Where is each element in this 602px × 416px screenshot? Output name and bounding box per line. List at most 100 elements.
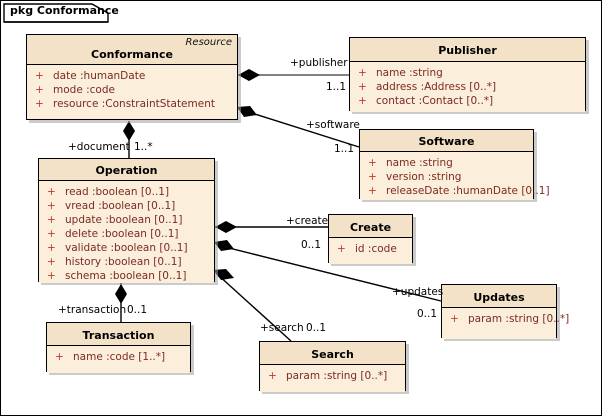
visibility-marker: + — [47, 256, 56, 268]
visibility-marker: + — [47, 214, 56, 226]
composition-diamond-software — [237, 106, 257, 117]
attribute-row: + mode :code — [27, 83, 237, 97]
visibility-marker: + — [358, 95, 367, 107]
attribute-row: + contact :Contact [0..*] — [350, 94, 585, 108]
visibility-marker: + — [358, 81, 367, 93]
class-attributes-publisher: + name :string + address :Address [0..*] +… — [350, 62, 585, 112]
attribute-text: version :string — [386, 171, 462, 183]
class-header-software: Software — [360, 130, 533, 152]
class-header-transaction: Transaction — [47, 323, 190, 346]
attribute-row: + update :boolean [0..1] — [39, 213, 214, 227]
attribute-text: name :string — [386, 157, 453, 169]
attribute-row: + address :Address [0..*] — [350, 80, 585, 94]
assoc-role-updates: +updates — [392, 286, 444, 298]
class-name-publisher: Publisher — [438, 44, 497, 57]
class-box-conformance[interactable]: Resource Conformance + date :humanDate + m… — [26, 34, 238, 120]
attribute-row: + name :code [1..*] — [47, 350, 190, 364]
visibility-marker: + — [358, 67, 367, 79]
assoc-role-transaction: +transaction — [58, 304, 127, 316]
visibility-marker: + — [47, 270, 56, 282]
assoc-mult-updates: 0..1 — [417, 308, 438, 320]
class-name-updates: Updates — [473, 291, 525, 304]
class-box-create[interactable]: Create + id :code — [328, 214, 413, 264]
attribute-text: history :boolean [0..1] — [65, 256, 182, 268]
class-box-updates[interactable]: Updates + param :string [0..*] — [441, 284, 569, 339]
attribute-text: delete :boolean [0..1] — [65, 228, 179, 240]
attribute-text: date :humanDate — [53, 70, 146, 82]
class-header-search: Search — [260, 342, 405, 365]
attribute-text: param :string [0..*] — [286, 370, 388, 382]
attribute-text: validate :boolean [0..1] — [65, 242, 188, 254]
class-box-search[interactable]: Search +param :string [0..*] — [259, 341, 406, 392]
attribute-row: + name :string — [360, 156, 533, 170]
assoc-role-search: +search — [260, 322, 304, 334]
assoc-mult-software: 1..1 — [334, 143, 355, 155]
attribute-row: + id :code — [329, 242, 412, 256]
composition-diamond-search — [213, 269, 234, 280]
class-box-software[interactable]: Software +name :string +version :string … — [359, 129, 550, 200]
attribute-text: resource :ConstraintStatement — [53, 98, 215, 110]
class-header-publisher: Publisher — [350, 38, 585, 62]
class-name-search: Search — [311, 348, 354, 361]
visibility-marker: + — [450, 313, 459, 325]
class-header-operation: Operation — [39, 159, 214, 181]
class-box-publisher[interactable]: Publisher + name :string + address :Addres… — [349, 37, 586, 112]
class-name-create: Create — [349, 221, 392, 234]
composition-diamond-publisher — [238, 69, 260, 81]
assoc-mult-search: 0..1 — [306, 322, 327, 334]
class-stereotype-conformance: Resource — [185, 37, 232, 48]
class-box-transaction[interactable]: Transaction + name :code [1..*] — [46, 322, 191, 373]
visibility-marker: + — [35, 70, 44, 82]
composition-diamond-create — [215, 221, 237, 233]
attribute-text: mode :code — [53, 84, 115, 96]
attribute-text: name :string — [376, 67, 443, 79]
attribute-text: param :string [0..*] — [468, 313, 570, 325]
attribute-text: releaseDate :humanDate [0..1] — [386, 185, 550, 197]
class-header-create: Create — [329, 215, 412, 238]
class-name-software: Software — [418, 135, 475, 148]
visibility-marker: + — [47, 186, 56, 198]
attribute-text: contact :Contact [0..*] — [376, 95, 494, 107]
composition-diamond-transaction — [115, 284, 127, 304]
class-name-transaction: Transaction — [82, 329, 155, 342]
attribute-row: + releaseDate :humanDate [0..1] — [360, 184, 550, 198]
class-attributes-transaction: + name :code [1..*] — [47, 346, 190, 373]
composition-diamond-document — [123, 121, 135, 141]
assoc-role-document: +document — [68, 141, 130, 153]
attribute-text: address :Address [0..*] — [376, 81, 497, 93]
class-attributes-updates: + param :string [0..*] — [442, 308, 569, 339]
class-header-conformance: Resource Conformance — [27, 35, 237, 65]
assoc-role-publisher: +publisher — [290, 57, 348, 69]
attribute-row: + date :humanDate — [27, 69, 237, 83]
assoc-role-create: +create — [286, 215, 329, 227]
attribute-text: name :code [1..*] — [73, 351, 166, 363]
package-label: pkg Conformance — [10, 4, 119, 17]
class-name-conformance: Conformance — [91, 48, 173, 61]
class-name-operation: Operation — [95, 164, 158, 177]
visibility-marker: + — [47, 242, 56, 254]
assoc-mult-transaction: 0..1 — [127, 304, 148, 316]
visibility-marker: + — [368, 171, 377, 183]
attribute-text: vread :boolean [0..1] — [65, 200, 176, 212]
class-attributes-conformance: + date :humanDate + mode :code + resource :… — [27, 65, 237, 119]
visibility-marker: + — [47, 200, 56, 212]
attribute-row: + vread :boolean [0..1] — [39, 199, 214, 213]
attribute-text: id :code — [355, 243, 397, 255]
class-box-operation[interactable]: Operation +read :boolean [0..1] +vread :… — [38, 158, 215, 283]
attribute-row: + history :boolean [0..1] — [39, 255, 214, 269]
assoc-mult-document: 1..* — [134, 141, 153, 153]
visibility-marker: + — [55, 351, 64, 363]
visibility-marker: + — [368, 157, 377, 169]
attribute-row: +param :string [0..*] — [260, 369, 405, 383]
class-header-updates: Updates — [442, 285, 556, 308]
visibility-marker: + — [35, 98, 44, 110]
assoc-role-software: +software — [306, 119, 360, 131]
visibility-marker: + — [337, 243, 346, 255]
visibility-marker: + — [368, 185, 377, 197]
composition-diamond-updates — [214, 240, 234, 251]
attribute-text: update :boolean [0..1] — [65, 214, 183, 226]
visibility-marker: + — [47, 228, 56, 240]
visibility-marker: + — [35, 84, 44, 96]
attribute-text: schema :boolean [0..1] — [65, 270, 187, 282]
